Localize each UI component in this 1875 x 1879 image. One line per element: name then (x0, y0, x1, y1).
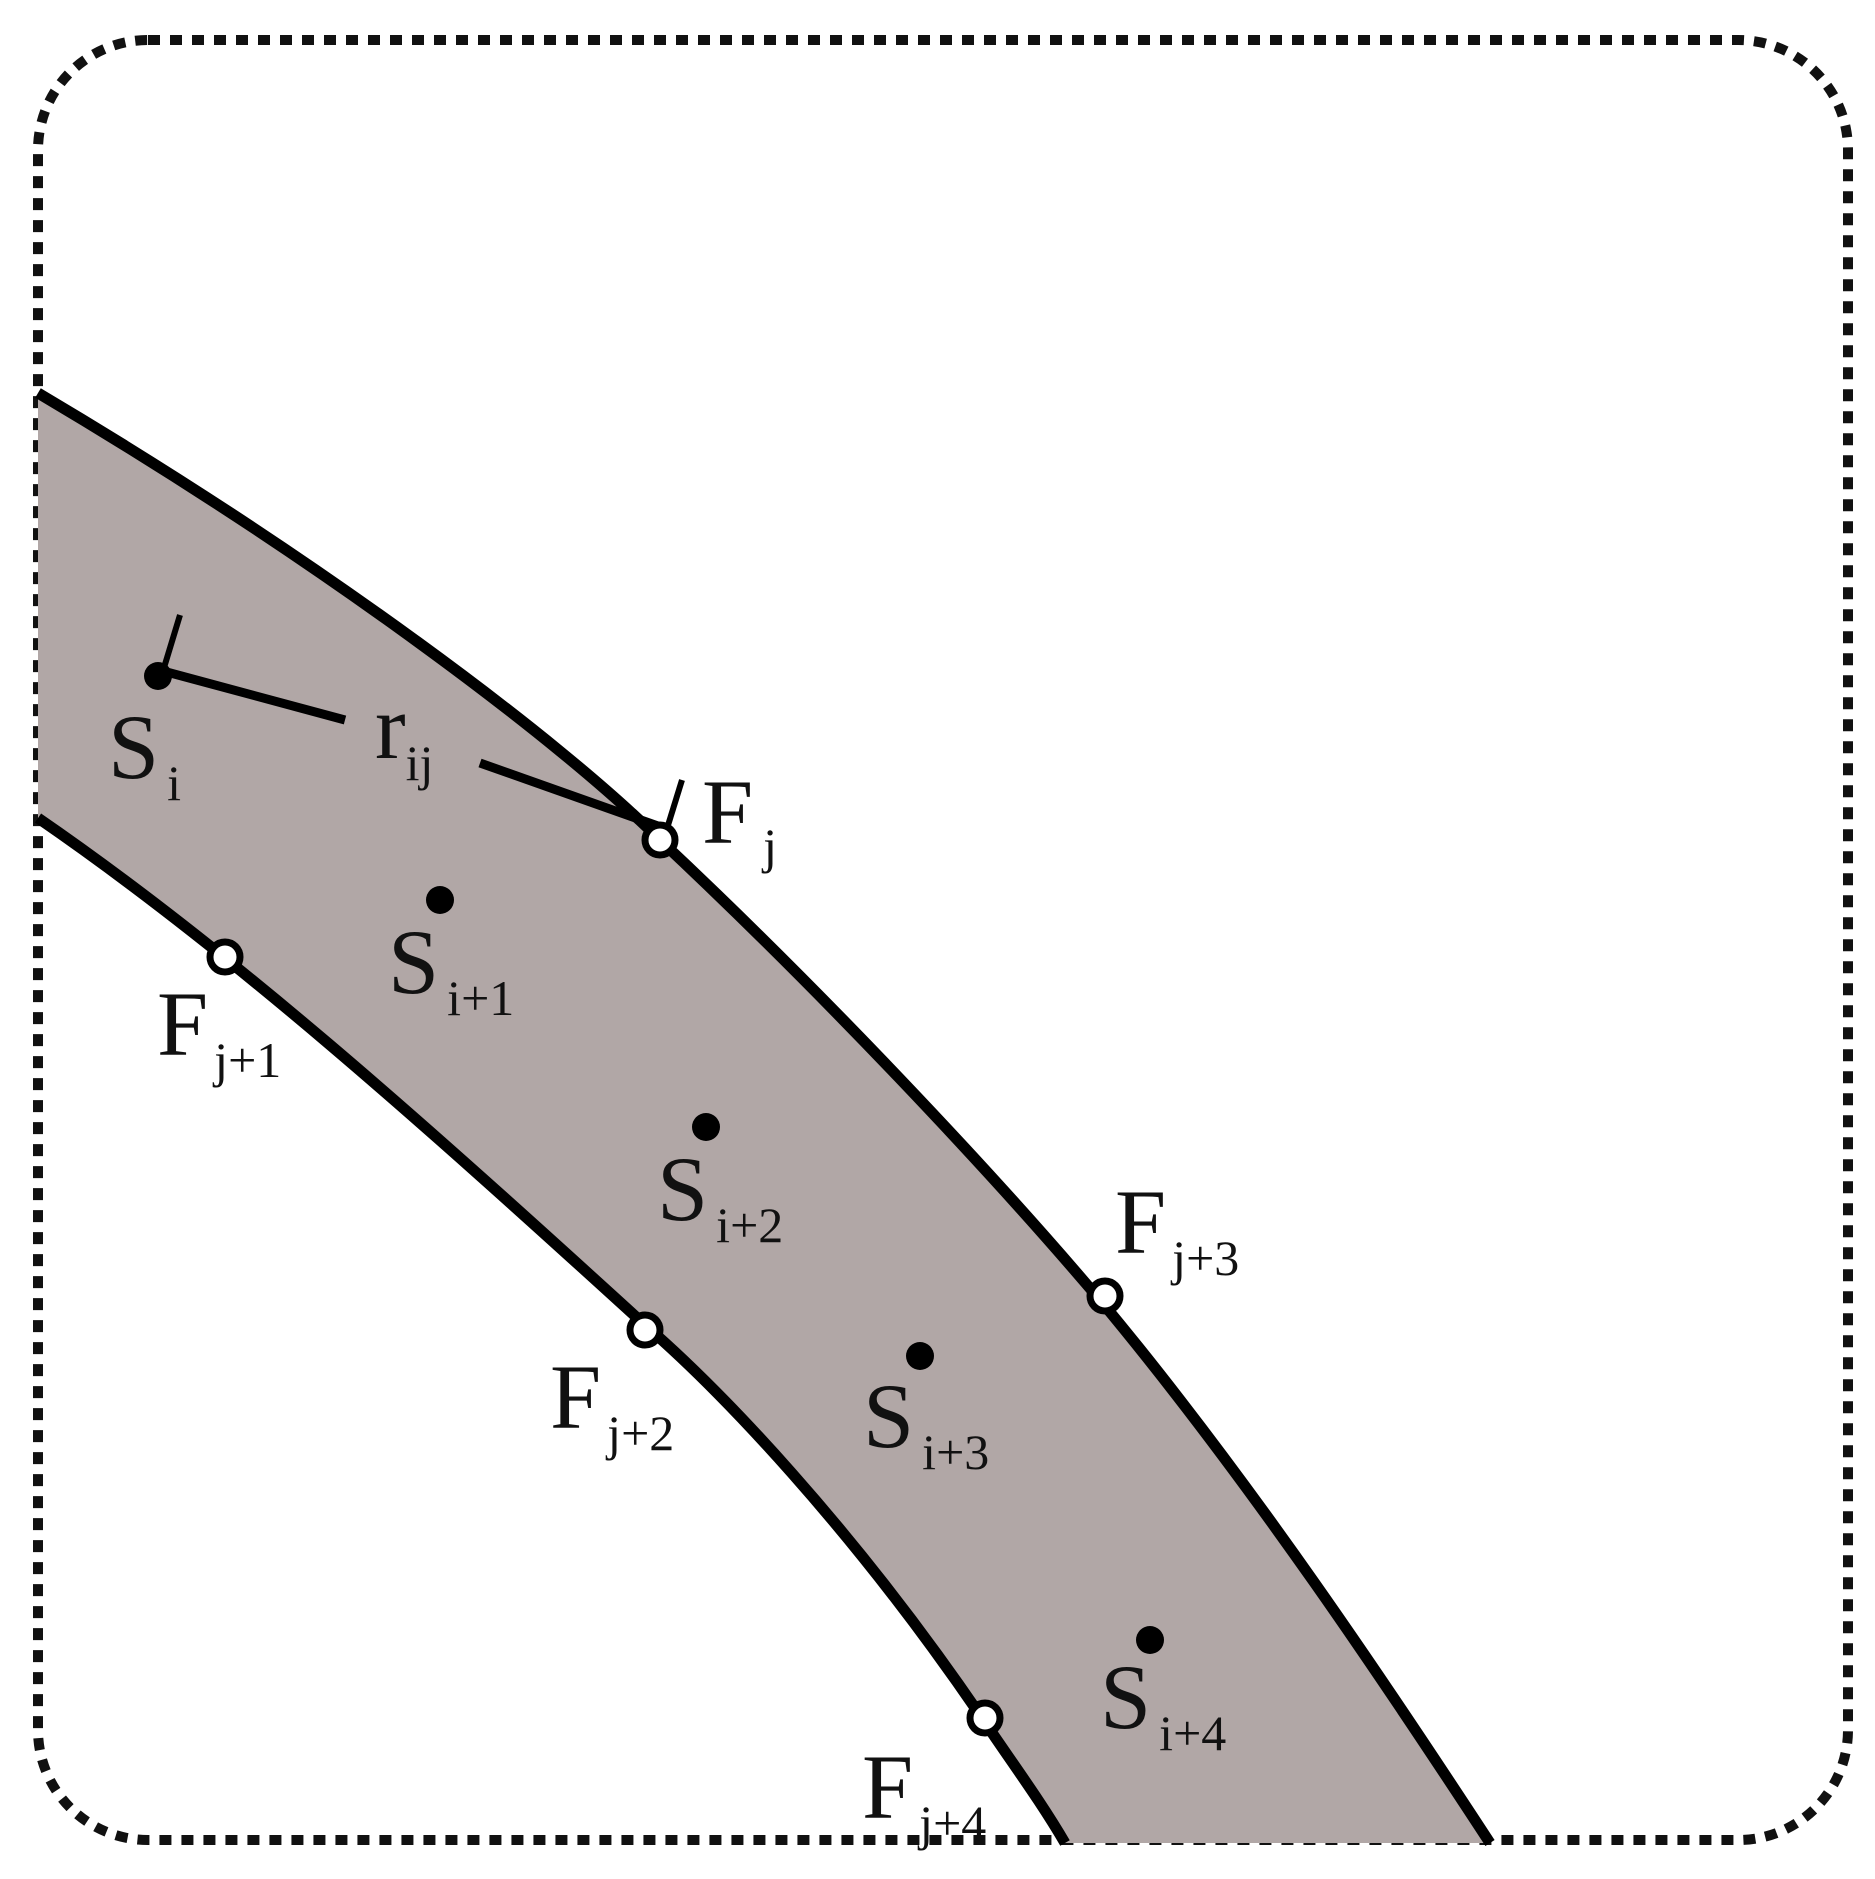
r-ij-arrow-right (478, 758, 660, 831)
particle-s-i-plus-2 (692, 1113, 720, 1141)
shaded-band (38, 393, 1490, 1843)
node-f-j-plus-3 (1086, 1277, 1124, 1315)
label-f-j-plus-1-sub: j+1 (212, 1032, 281, 1088)
dotted-frame (33, 35, 1853, 1845)
tick-mark-si (160, 614, 183, 672)
label-f-j-plus-4-sub: j+4 (917, 1795, 986, 1851)
particle-s-i (144, 662, 172, 690)
label-s-i-plus-1-main: S (388, 911, 439, 1013)
label-f-j-main: F (702, 761, 753, 863)
label-f-j-sub: j (761, 818, 777, 874)
r-ij-arrow-left (161, 666, 347, 725)
particle-s-i-plus-4 (1136, 1626, 1164, 1654)
label-s-i-plus-1-sub: i+1 (447, 970, 514, 1026)
lower-boundary-curve (34, 813, 1070, 1846)
label-r-main: r (375, 676, 406, 778)
node-f-j-plus-1 (206, 938, 244, 976)
label-s-i-plus-2-main: S (657, 1138, 708, 1240)
label-s-i-main: S (108, 696, 159, 798)
label-r-ij: rij (375, 676, 433, 791)
label-f-j-plus-3-sub: j+3 (1170, 1230, 1239, 1286)
particle-s-i-plus-1 (426, 886, 454, 914)
label-s-i-plus-3-main: S (863, 1365, 914, 1467)
label-f-j-plus-3-main: F (1115, 1171, 1166, 1273)
label-f-j-plus-2-sub: j+2 (605, 1405, 674, 1461)
upper-boundary-curve (35, 388, 1495, 1847)
label-s-i-plus-3-sub: i+3 (922, 1424, 989, 1480)
label-r-sub: ij (406, 735, 434, 791)
label-s-i-plus-4-main: S (1100, 1646, 1151, 1748)
label-s-i-sub: i (167, 755, 181, 811)
label-f-j-plus-4-main: F (862, 1736, 913, 1838)
node-f-j-plus-2 (626, 1311, 664, 1349)
node-f-j-plus-4 (966, 1699, 1004, 1737)
label-s-i-plus-4-sub: i+4 (1159, 1705, 1226, 1761)
label-s-i-plus-2-sub: i+2 (716, 1197, 783, 1253)
node-f-j (641, 821, 679, 859)
particle-s-i-plus-3 (906, 1342, 934, 1370)
label-f-j-plus-1-main: F (157, 973, 208, 1075)
label-f-j-plus-2-main: F (550, 1346, 601, 1448)
